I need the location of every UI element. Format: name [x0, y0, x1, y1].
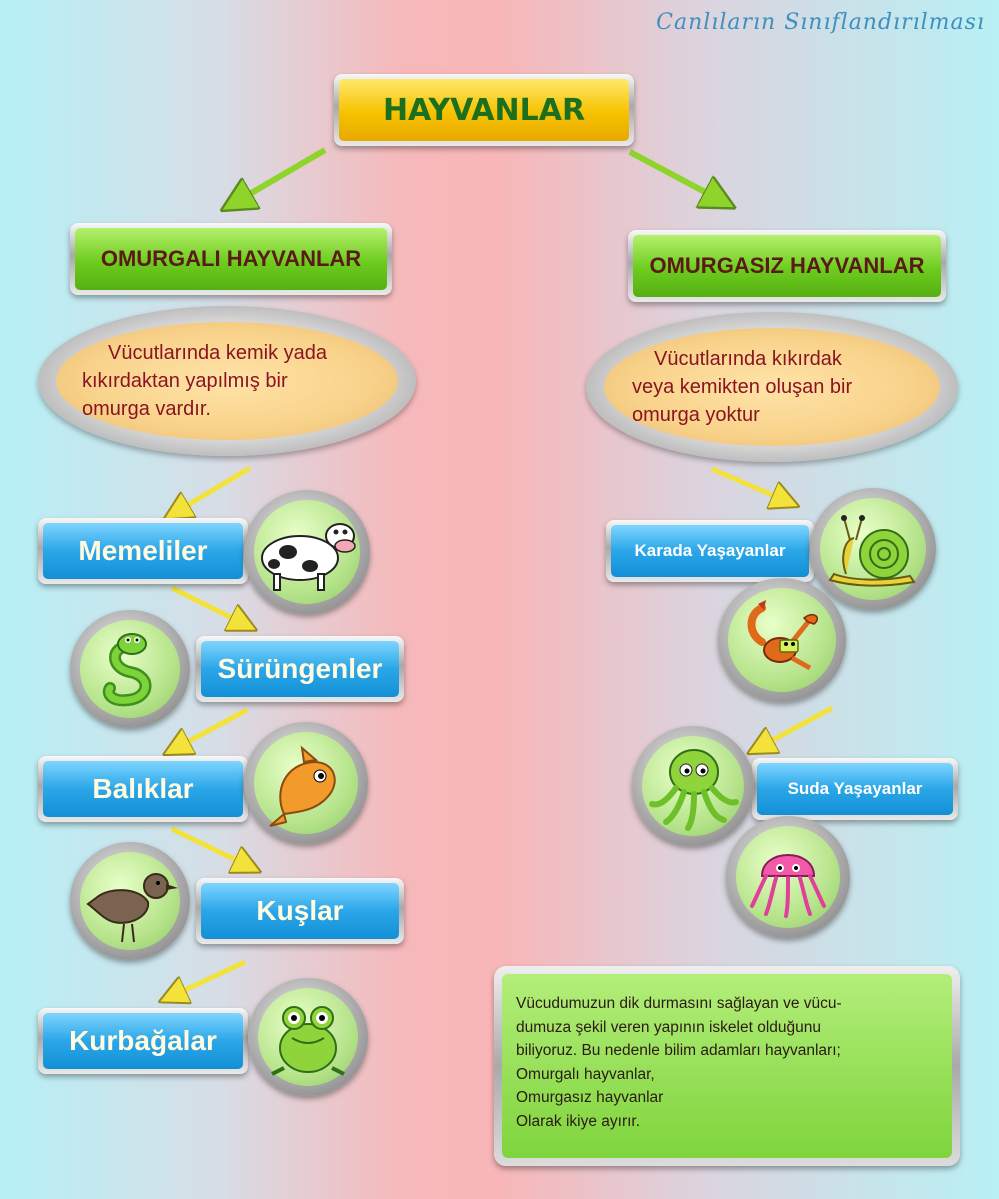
arrow-to-memeliler — [176, 465, 252, 512]
info-text: Vücudumuzun dik durmasını sağlayan ve vü… — [502, 974, 952, 1158]
description-line: Vücutlarında kemik yada — [108, 342, 328, 364]
cow-icon — [261, 523, 356, 591]
group-label: Memeliler — [43, 523, 243, 579]
frog-icon — [271, 1006, 345, 1076]
arrow-to-suda — [760, 705, 834, 747]
branch-box-left: OMURGALI HAYVANLAR — [70, 223, 392, 295]
group-label: Sürüngenler — [201, 641, 399, 697]
group-label: Karada Yaşayanlar — [611, 525, 809, 577]
page-title: Canlıların Sınıflandırılması — [656, 10, 985, 35]
root-label: HAYVANLAR — [339, 79, 629, 141]
branch-box-right: OMURGASIZ HAYVANLAR — [628, 230, 946, 302]
info-box: Vücudumuzun dik durmasını sağlayan ve vü… — [494, 966, 960, 1166]
arrow-to-kuslar — [170, 826, 248, 866]
snail-icon — [828, 515, 916, 587]
group-label: Kurbağalar — [43, 1013, 243, 1069]
arrow-to-baliklar — [176, 707, 249, 748]
octopus-circle — [632, 726, 754, 846]
group-label: Balıklar — [43, 761, 243, 817]
group-box-kuslar: Kuşlar — [196, 878, 404, 944]
description-line: veya kemikten oluşan bir — [632, 376, 853, 398]
jellyfish-icon — [750, 854, 826, 918]
description-text-right: Vücutlarında kıkırdak veya kemikten oluş… — [632, 345, 912, 429]
arrow-to-surungenler — [170, 585, 244, 624]
info-line: dumuza şekil veren yapının iskelet olduğ… — [516, 1018, 822, 1036]
group-box-suda: Suda Yaşayanlar — [752, 758, 958, 820]
octopus-icon — [649, 749, 739, 831]
arrow-to-karada — [711, 466, 786, 501]
info-line: biliyoruz. Bu nedenle bilim adamları hay… — [516, 1042, 841, 1060]
info-line: Omurgasız hayvanlar — [516, 1089, 664, 1107]
snake-icon — [102, 633, 152, 707]
jellyfish-circle — [726, 816, 850, 938]
info-line: Omurgalı hayvanlar, — [516, 1065, 655, 1083]
branch-label-left: OMURGALI HAYVANLAR — [75, 228, 387, 290]
root-box: HAYVANLAR — [334, 74, 634, 146]
group-box-memeliler: Memeliler — [38, 518, 248, 584]
description-line: kıkırdaktan yapılmış bir — [82, 370, 288, 392]
branch-label-right: OMURGASIZ HAYVANLAR — [633, 235, 941, 297]
arrow-root-right — [628, 149, 720, 200]
info-line: Olarak ikiye ayırır. — [516, 1112, 641, 1130]
group-box-kurbagalar: Kurbağalar — [38, 1008, 248, 1074]
bird-icon — [86, 873, 178, 943]
description-oval-right: Vücutlarında kıkırdak veya kemikten oluş… — [586, 312, 958, 462]
description-line: Vücutlarında kıkırdak — [654, 348, 842, 370]
snake-circle — [70, 610, 190, 728]
arrow-to-kurbagalar — [172, 959, 247, 996]
description-text-left: Vücutlarında kemik yada kıkırdaktan yapı… — [82, 339, 372, 423]
fish-icon — [269, 745, 336, 827]
description-line: omurga vardır. — [82, 398, 211, 420]
snail-circle — [810, 488, 936, 610]
frog-circle — [248, 978, 368, 1096]
fish-circle — [244, 722, 368, 844]
arrow-root-left — [236, 147, 327, 202]
info-line: Vücudumuzun dik durmasını sağlayan ve vü… — [516, 995, 842, 1012]
scorpion-circle — [718, 578, 846, 702]
group-box-karada: Karada Yaşayanlar — [606, 520, 814, 582]
group-label: Kuşlar — [201, 883, 399, 939]
cow-circle — [244, 490, 370, 614]
description-line: omurga yoktur — [632, 404, 760, 426]
group-label: Suda Yaşayanlar — [757, 763, 953, 815]
bird-circle — [70, 842, 190, 960]
description-oval-left: Vücutlarında kemik yada kıkırdaktan yapı… — [38, 306, 416, 456]
scorpion-icon — [747, 600, 818, 671]
group-box-baliklar: Balıklar — [38, 756, 248, 822]
group-box-surungenler: Sürüngenler — [196, 636, 404, 702]
